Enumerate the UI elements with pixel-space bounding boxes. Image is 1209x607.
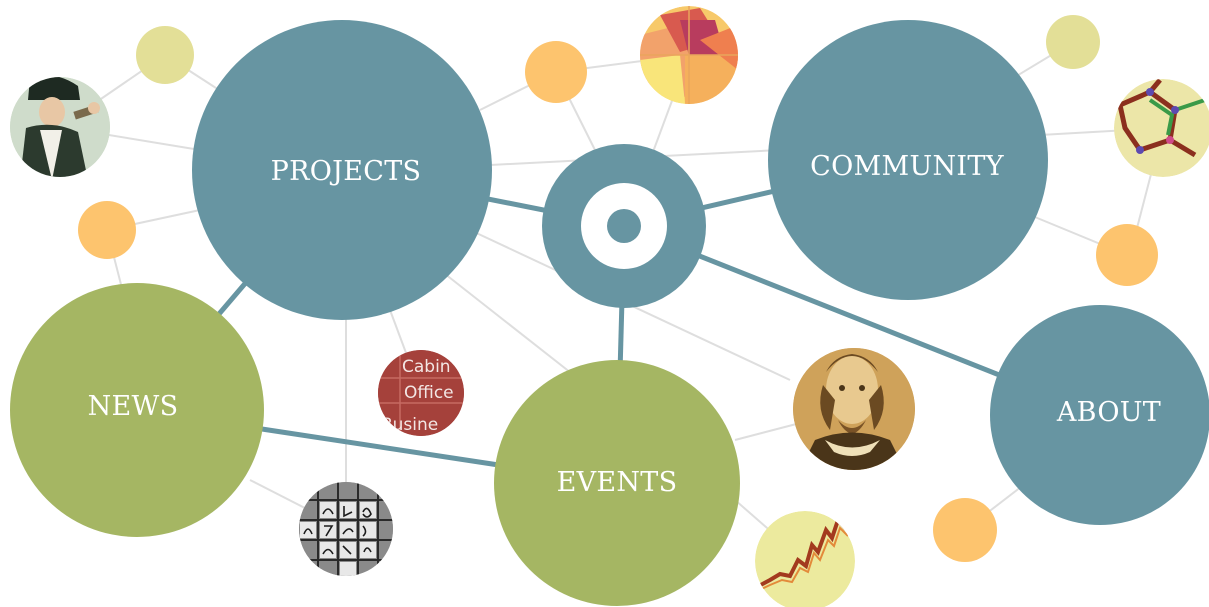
shakespeare-portrait-thumbnail[interactable] (793, 348, 915, 470)
nav-community-label: COMMUNITY (810, 151, 1005, 182)
molecule-diagram-thumbnail[interactable] (1114, 79, 1209, 177)
orange-node-bottom-right (933, 498, 997, 562)
nav-community[interactable]: COMMUNITY (768, 20, 1048, 300)
nav-about-label: ABOUT (1056, 397, 1161, 428)
nav-about[interactable]: ABOUT (990, 305, 1209, 525)
home-hub-button[interactable] (542, 144, 706, 308)
cabinet-office-thumbnail[interactable]: Cabin Office Busine (378, 350, 464, 436)
nav-projects-label: PROJECTS (271, 156, 422, 187)
napoleon-portrait-thumbnail[interactable] (10, 75, 110, 180)
line-chart-thumbnail[interactable] (755, 511, 856, 607)
cabinet-line-1: Cabin (402, 357, 451, 377)
nav-news[interactable]: NEWS (10, 283, 264, 537)
nav-projects[interactable]: PROJECTS (192, 20, 492, 320)
nav-events-label: EVENTS (557, 467, 678, 498)
cabinet-line-2: Office (404, 383, 454, 403)
nav-events[interactable]: EVENTS (494, 360, 740, 606)
orange-node-right (1096, 224, 1158, 286)
nav-news-label: NEWS (88, 391, 179, 422)
orange-node-top-center (525, 41, 587, 103)
hub-dot-icon (607, 209, 641, 243)
orange-node-left (78, 201, 136, 259)
pale-node-top-right (1046, 15, 1100, 69)
handwritten-digits-thumbnail[interactable] (299, 482, 393, 576)
pale-node-top-left (136, 26, 194, 84)
origami-colors-thumbnail[interactable] (640, 6, 738, 104)
cabinet-line-3: Busine (381, 415, 438, 435)
